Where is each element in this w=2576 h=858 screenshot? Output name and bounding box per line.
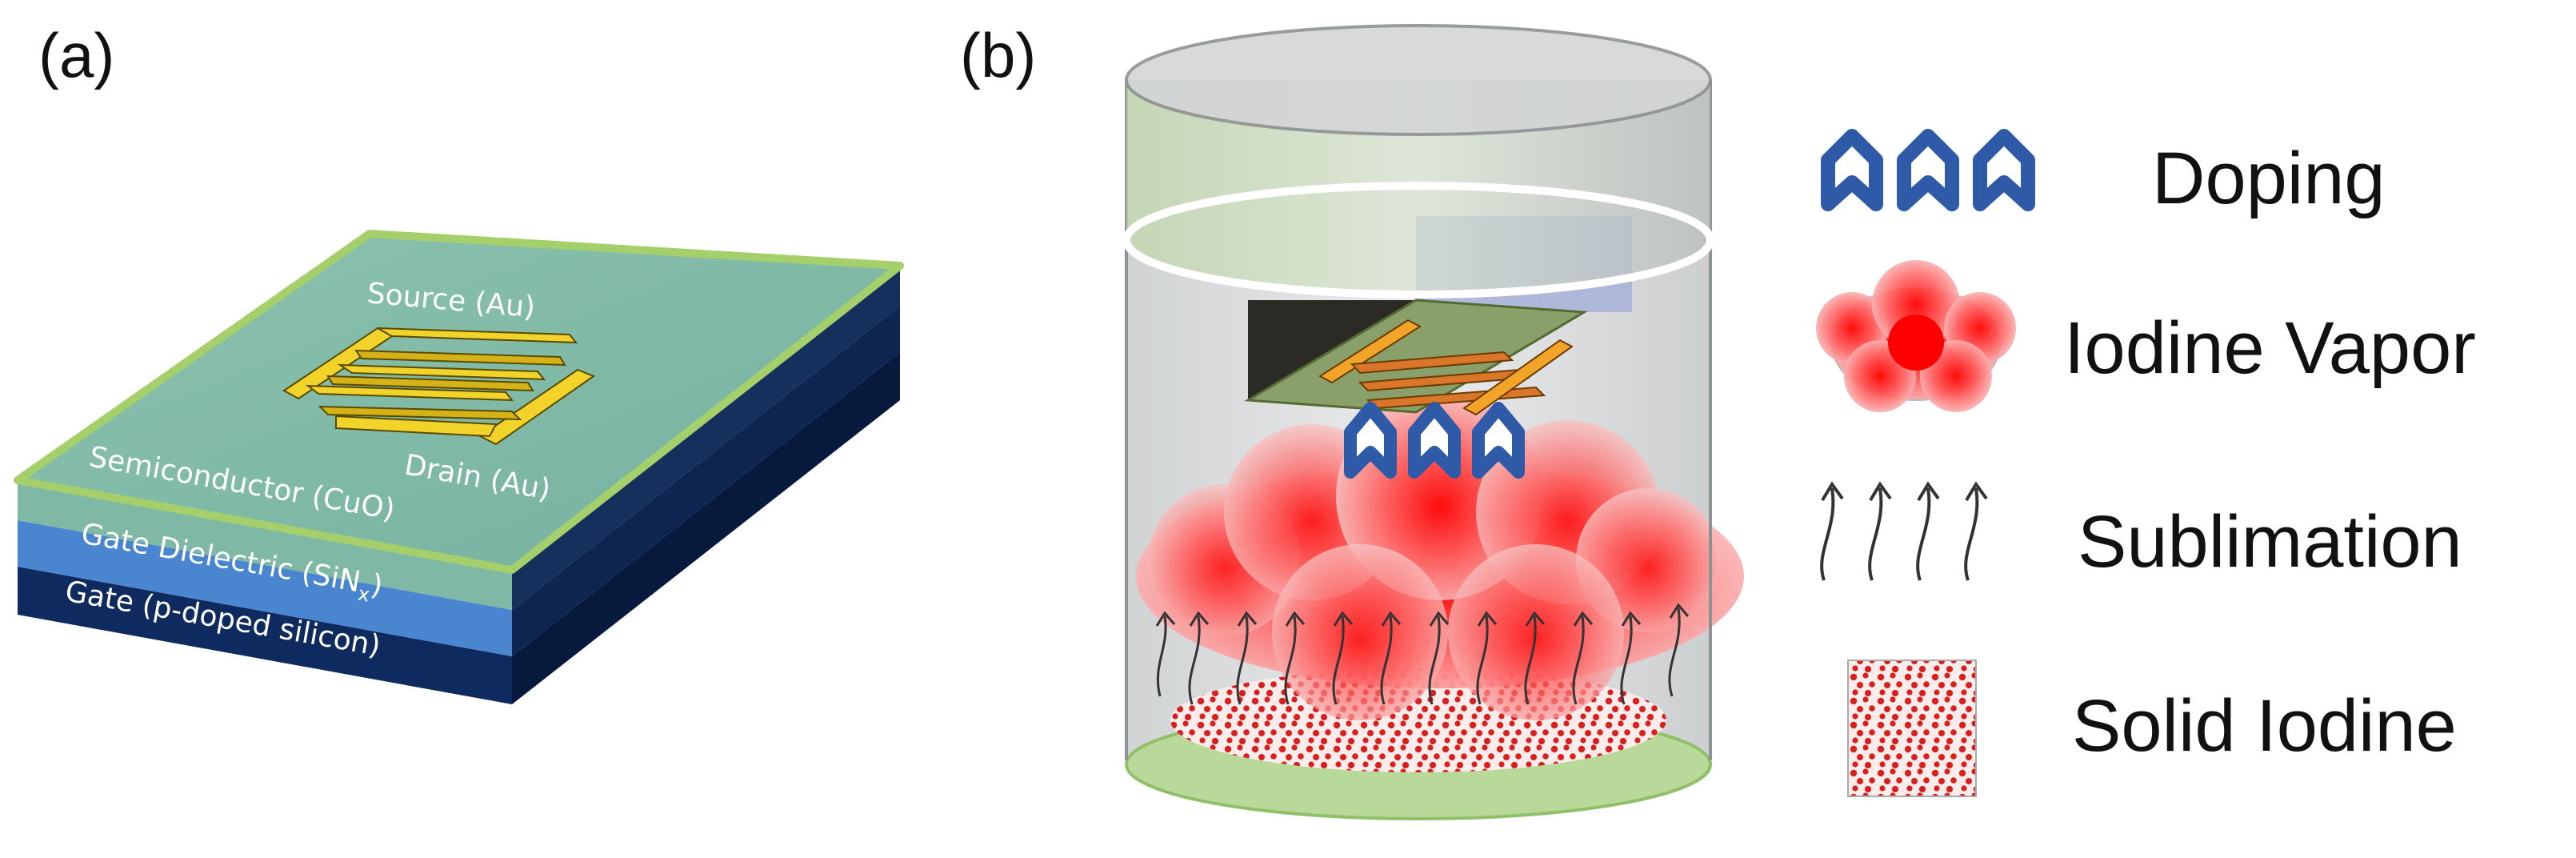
semiconductor-layer-front — [18, 480, 512, 610]
dielectric-label-subscript: x — [356, 583, 371, 607]
iodine-chamber — [1122, 24, 1744, 820]
gold-electrodes — [282, 327, 596, 446]
panel-a-label: (a) — [38, 20, 114, 90]
chamber-doping-chevrons — [1344, 402, 1525, 479]
legend-solid-iodine-icon — [1847, 660, 1977, 797]
dielectric-layer-side — [512, 306, 900, 656]
dielectric-layer-front — [18, 520, 512, 656]
legend-solid-iodine-label: Solid Iodine — [2072, 685, 2457, 767]
panel-b-label: (b) — [960, 20, 1036, 90]
legend-iodine-vapor-icon — [1816, 260, 2016, 412]
jar-white-ring — [1122, 182, 1714, 299]
legend: Doping Iodine Vapor Sublimation Solid Io… — [1816, 129, 2476, 797]
legend-doping-icon — [1821, 129, 2035, 211]
gate-layer-front — [18, 567, 512, 704]
semiconductor-top-face — [14, 230, 904, 574]
device-stack: Source (Au) Drain (Au) Semiconductor (Cu… — [14, 230, 904, 704]
legend-sublimation-label: Sublimation — [2078, 501, 2462, 583]
drain-electrode-bar — [478, 368, 596, 446]
dielectric-label-end: ) — [369, 568, 386, 603]
legend-sublimation-icon — [1820, 481, 1988, 581]
gate-layer-side — [512, 352, 900, 704]
chamber-sublimation-arrows — [1155, 603, 1690, 705]
semiconductor-layer-side — [512, 266, 900, 610]
legend-iodine-vapor-label: Iodine Vapor — [2064, 307, 2476, 389]
device-substrate — [1244, 299, 1588, 414]
legend-doping-label: Doping — [2152, 138, 2386, 219]
jar-top-rim — [1125, 24, 1712, 136]
